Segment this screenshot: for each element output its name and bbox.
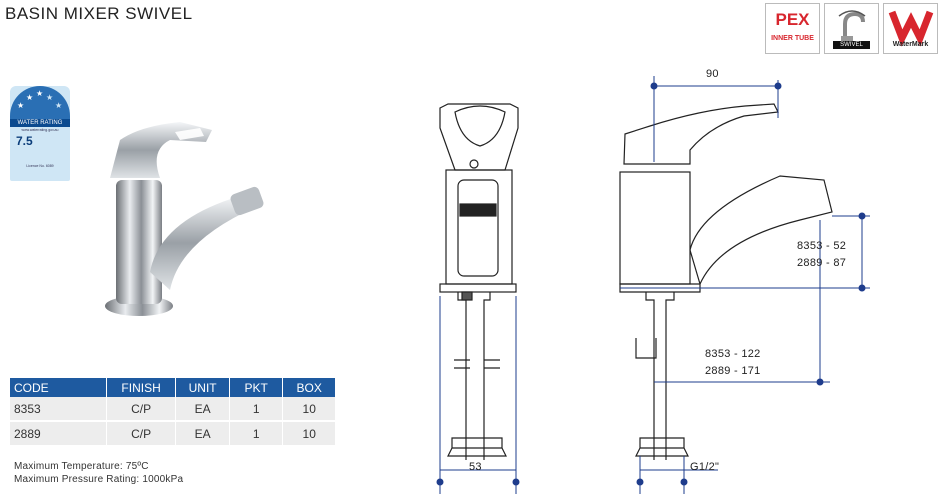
cell-pkt: 1: [229, 397, 284, 421]
swivel-badge-label: SWIVEL: [833, 41, 870, 49]
water-rating-value: 7.5: [16, 134, 33, 148]
star-icons: ★ ★ ★ ★ ★: [17, 89, 62, 110]
side-view-drawing: [619, 103, 833, 460]
svg-text:★: ★: [46, 93, 53, 102]
col-header-pkt: PKT: [229, 378, 284, 397]
cell-unit: EA: [175, 420, 230, 445]
swivel-tap-icon: [838, 10, 866, 42]
dim-base-width: 53: [469, 461, 482, 473]
dim-width-top: 90: [706, 68, 719, 80]
max-temperature-note: Maximum Temperature: 75ºC: [14, 461, 149, 472]
col-header-unit: UNIT: [175, 378, 230, 397]
watermark-logo-icon: [888, 10, 934, 47]
table-header-row: CODE FINISH UNIT PKT BOX: [10, 378, 336, 397]
svg-text:★: ★: [26, 93, 33, 102]
watermark-badge-label: WaterMark: [892, 41, 929, 48]
col-header-finish: FINISH: [106, 378, 177, 397]
pex-badge: PEX INNER TUBE: [765, 3, 820, 54]
cell-code: 2889: [10, 420, 107, 445]
col-header-box: BOX: [282, 378, 336, 397]
max-pressure-note: Maximum Pressure Rating: 1000kPa: [14, 474, 184, 485]
cell-finish: C/P: [106, 397, 177, 421]
cell-unit: EA: [175, 397, 230, 421]
svg-text:★: ★: [36, 89, 43, 98]
dim-overall-8353: 8353 - 122: [705, 348, 761, 360]
cell-box: 10: [282, 397, 336, 421]
swivel-badge: SWIVEL: [824, 3, 879, 54]
spec-notes: Maximum Temperature: 75ºC Maximum Pressu…: [14, 460, 183, 486]
water-rating-licence: Licence No. 6089: [26, 164, 54, 168]
cell-finish: C/P: [106, 420, 177, 445]
water-rating-url: www.waterrating.gov.au: [21, 128, 59, 132]
table-row: 8353 C/P EA 1 10: [10, 397, 336, 421]
water-rating-header: WATER RATING: [10, 119, 70, 127]
col-header-code: CODE: [10, 378, 107, 397]
dim-spout-height-2889: 2889 - 87: [797, 257, 847, 269]
pex-badge-sub: INNER TUBE: [771, 35, 814, 42]
svg-text:★: ★: [17, 101, 24, 110]
svg-text:★: ★: [55, 101, 62, 110]
water-rating-label: ★ ★ ★ ★ ★ WATER RATING www.waterrating.g…: [10, 86, 70, 181]
dim-overall-2889: 2889 - 171: [705, 365, 761, 377]
dim-spout-height-8353: 8353 - 52: [797, 240, 847, 252]
cell-code: 8353: [10, 397, 107, 421]
table-row: 2889 C/P EA 1 10: [10, 420, 336, 445]
cell-box: 10: [282, 420, 336, 445]
dim-thread: G1/2": [690, 461, 720, 473]
page-title: BASIN MIXER SWIVEL: [5, 4, 193, 23]
front-view-drawing: [439, 103, 519, 460]
cell-pkt: 1: [229, 420, 284, 445]
water-rating-stars-arc: ★ ★ ★ ★ ★: [10, 86, 70, 122]
product-spec-table: CODE FINISH UNIT PKT BOX 8353 C/P EA 1 1…: [10, 378, 336, 445]
watermark-badge: WaterMark: [883, 3, 938, 54]
pex-badge-main: PEX: [775, 10, 810, 29]
